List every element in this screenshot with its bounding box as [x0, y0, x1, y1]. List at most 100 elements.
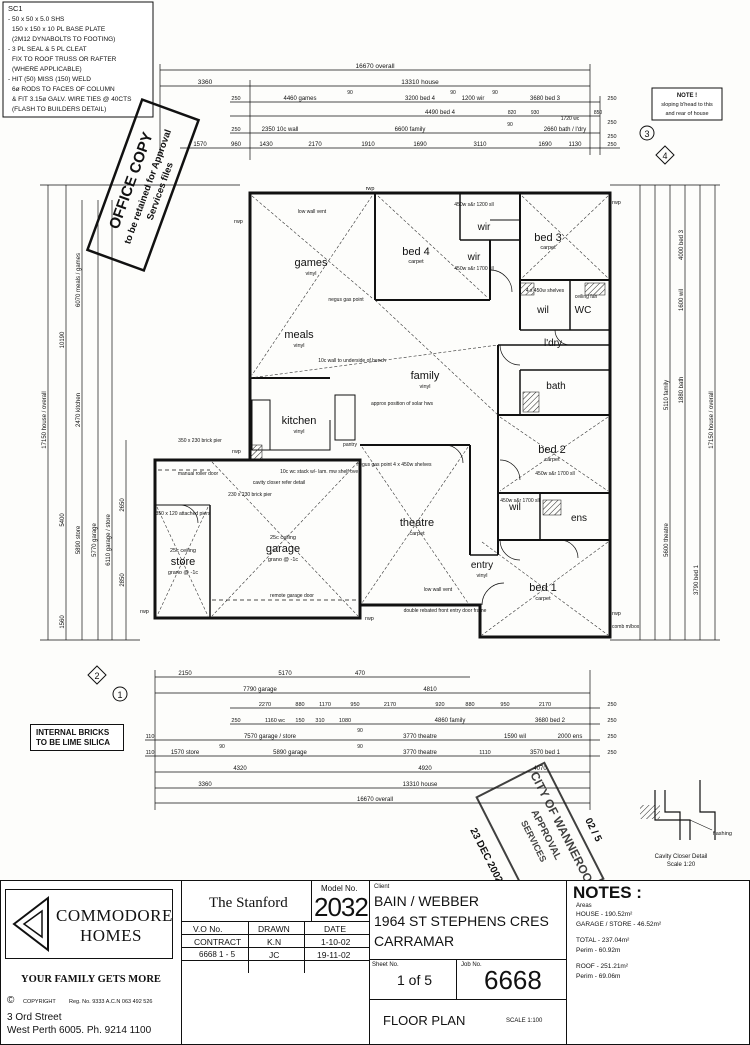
- dim-top: 850: [594, 110, 603, 116]
- grid-marker-2: 2: [87, 665, 107, 685]
- dim-top: 3680 bed 3: [530, 96, 561, 102]
- room-floor: carpet: [408, 259, 424, 265]
- date-1: 1-10-02: [321, 937, 351, 947]
- spec-note-line: & FIT 3.15ø GALV. WIRE TIES @ 40CTS: [12, 96, 132, 103]
- note-robe: 450w s&r 1200 sll: [454, 202, 493, 208]
- note-rwp: rwp: [140, 609, 149, 615]
- garage-area: GARAGE / STORE - 46.52m²: [576, 921, 662, 928]
- bricks-note-line: TO BE LIME SILICA: [36, 738, 111, 747]
- dim-bottom: 5170: [278, 671, 292, 677]
- note-robe: 450w s&r 1700 sll: [454, 266, 493, 272]
- client-label: Client: [374, 884, 390, 890]
- roof-perimeter: Perim - 69.06m: [576, 973, 621, 980]
- sheet-number: 1 of 5: [397, 972, 433, 988]
- room-entry: entry: [471, 560, 493, 571]
- room-kitchen: kitchen: [282, 415, 317, 427]
- vo-label: V.O No.: [193, 924, 223, 934]
- dim-right: 5110 family: [664, 380, 670, 410]
- dim-left: 1560: [60, 615, 66, 629]
- notes-title: NOTES :: [573, 883, 642, 902]
- room-floor: carpet: [544, 457, 560, 463]
- door-swings: [179, 269, 579, 606]
- room-floor: vinyl: [305, 271, 316, 277]
- room-bath: bath: [546, 381, 565, 392]
- hatch-area: [542, 499, 562, 516]
- dim-top: 1200 wir: [462, 96, 485, 102]
- dim-right: 4000 bed 3: [679, 229, 685, 260]
- dim-bottom: 7790 garage: [243, 687, 277, 693]
- dim-left: 6110 garage / store: [106, 514, 112, 566]
- room-floor: carpet: [540, 245, 556, 251]
- note-attached-piers: 350 x 120 attached piers: [156, 511, 211, 517]
- room-floor: vinyl: [293, 429, 304, 435]
- dim-top: 90: [492, 90, 498, 96]
- svg-text:3: 3: [644, 129, 649, 139]
- dim-right: 17150 house / overall: [709, 391, 715, 448]
- dim-bottom: 1570 store: [171, 750, 200, 756]
- room-laundry: l'dry: [544, 338, 562, 349]
- note-brick-pier: 230 x 230 brick pier: [228, 492, 272, 498]
- dim-bottom: 250: [607, 702, 616, 708]
- spec-note-line: 150 x 150 x 10 PL BASE PLATE: [12, 26, 106, 33]
- note-rwp: rwp: [234, 219, 243, 225]
- note-pantry: pantry: [343, 442, 357, 448]
- room-bed-4: bed 4: [402, 246, 430, 258]
- model-number: 2032: [314, 892, 369, 922]
- room-wir-1: wir: [477, 222, 491, 233]
- grid-marker-4: 4: [655, 145, 675, 165]
- dim-bottom: 470: [355, 671, 366, 677]
- spec-note-line: (WHERE APPLICABLE): [12, 66, 82, 73]
- room-floor: carpet: [409, 531, 425, 537]
- spec-note-line: - 3 PL SEAL & 5 PL CLEAT: [8, 46, 87, 53]
- room-floor: vinyl: [476, 573, 487, 579]
- note-brick-pier: 350 x 230 brick pier: [178, 438, 222, 444]
- company-name-1: COMMODORE: [56, 906, 173, 925]
- dim-bottom: 3570 bed 1: [530, 750, 561, 756]
- dim-left: 2850: [120, 573, 126, 587]
- room-floor: grano @ -1c: [268, 557, 299, 563]
- room-floor: vinyl: [419, 384, 430, 390]
- address-2: West Perth 6005. Ph. 9214 1100: [7, 1025, 152, 1036]
- commodore-logo-icon: [12, 895, 49, 953]
- dim-bottom: 90: [357, 744, 363, 750]
- note-remote-door: remote garage door: [270, 593, 314, 599]
- note-manual-door: manual roller door: [178, 471, 219, 477]
- dim-left: 5400: [60, 513, 66, 527]
- dim-top: 930: [531, 110, 540, 116]
- dim-top: 4460 games: [283, 96, 316, 102]
- note-10c-wall: 10c wall to underside of bench: [318, 358, 386, 364]
- dim-top: 3200 bed 4: [405, 96, 436, 102]
- dim-bottom: 880: [465, 702, 474, 708]
- dim-bottom: 16670 overall: [357, 797, 393, 803]
- note-ceiling-fan: ceiling fan: [575, 294, 598, 300]
- dim-bottom: 1080: [339, 718, 351, 724]
- dim-top: 250: [607, 142, 616, 148]
- stamp-number: 02 / 5: [582, 816, 603, 844]
- dim-bottom: 90: [357, 728, 363, 734]
- dim-left: 2650: [120, 498, 126, 512]
- dim-top: 1690: [413, 142, 427, 148]
- room-games: games: [294, 257, 328, 269]
- room-wil-2: wil: [508, 502, 521, 513]
- room-garage: garage: [266, 543, 300, 555]
- room-meals: meals: [284, 329, 314, 341]
- dim-bottom: 250: [607, 718, 616, 724]
- dim-bottom: 2000 ens: [558, 734, 583, 740]
- note-box: NOTE ! sloping b'head to this and rear o…: [651, 87, 723, 121]
- note-low-wall-vent: low wall vent: [424, 587, 453, 593]
- spec-note-line: (2M12 DYNABOLTS TO FOOTING): [12, 36, 115, 43]
- note-negus: negus gas point 4 x 450w shelves: [356, 462, 432, 468]
- dim-left: 6070 meals / games: [76, 253, 82, 307]
- plan-title: FLOOR PLAN: [383, 1013, 466, 1028]
- dim-bottom: 1170: [319, 702, 331, 708]
- dim-bottom: 3770 theatre: [403, 750, 437, 756]
- dim-left: 2470 kitchen: [76, 393, 82, 427]
- top-dimensions: [159, 64, 620, 160]
- house-perimeter: Perim - 60.92m: [576, 947, 621, 954]
- spec-note: SC1 - 50 x 50 x 5.0 SHS 150 x 150 x 10 P…: [2, 1, 154, 118]
- note-rwp: rwp: [366, 186, 375, 192]
- ceiling-diagonals: [156, 195, 609, 636]
- dim-bottom: 110: [146, 750, 155, 756]
- room-wil: wil: [536, 305, 549, 316]
